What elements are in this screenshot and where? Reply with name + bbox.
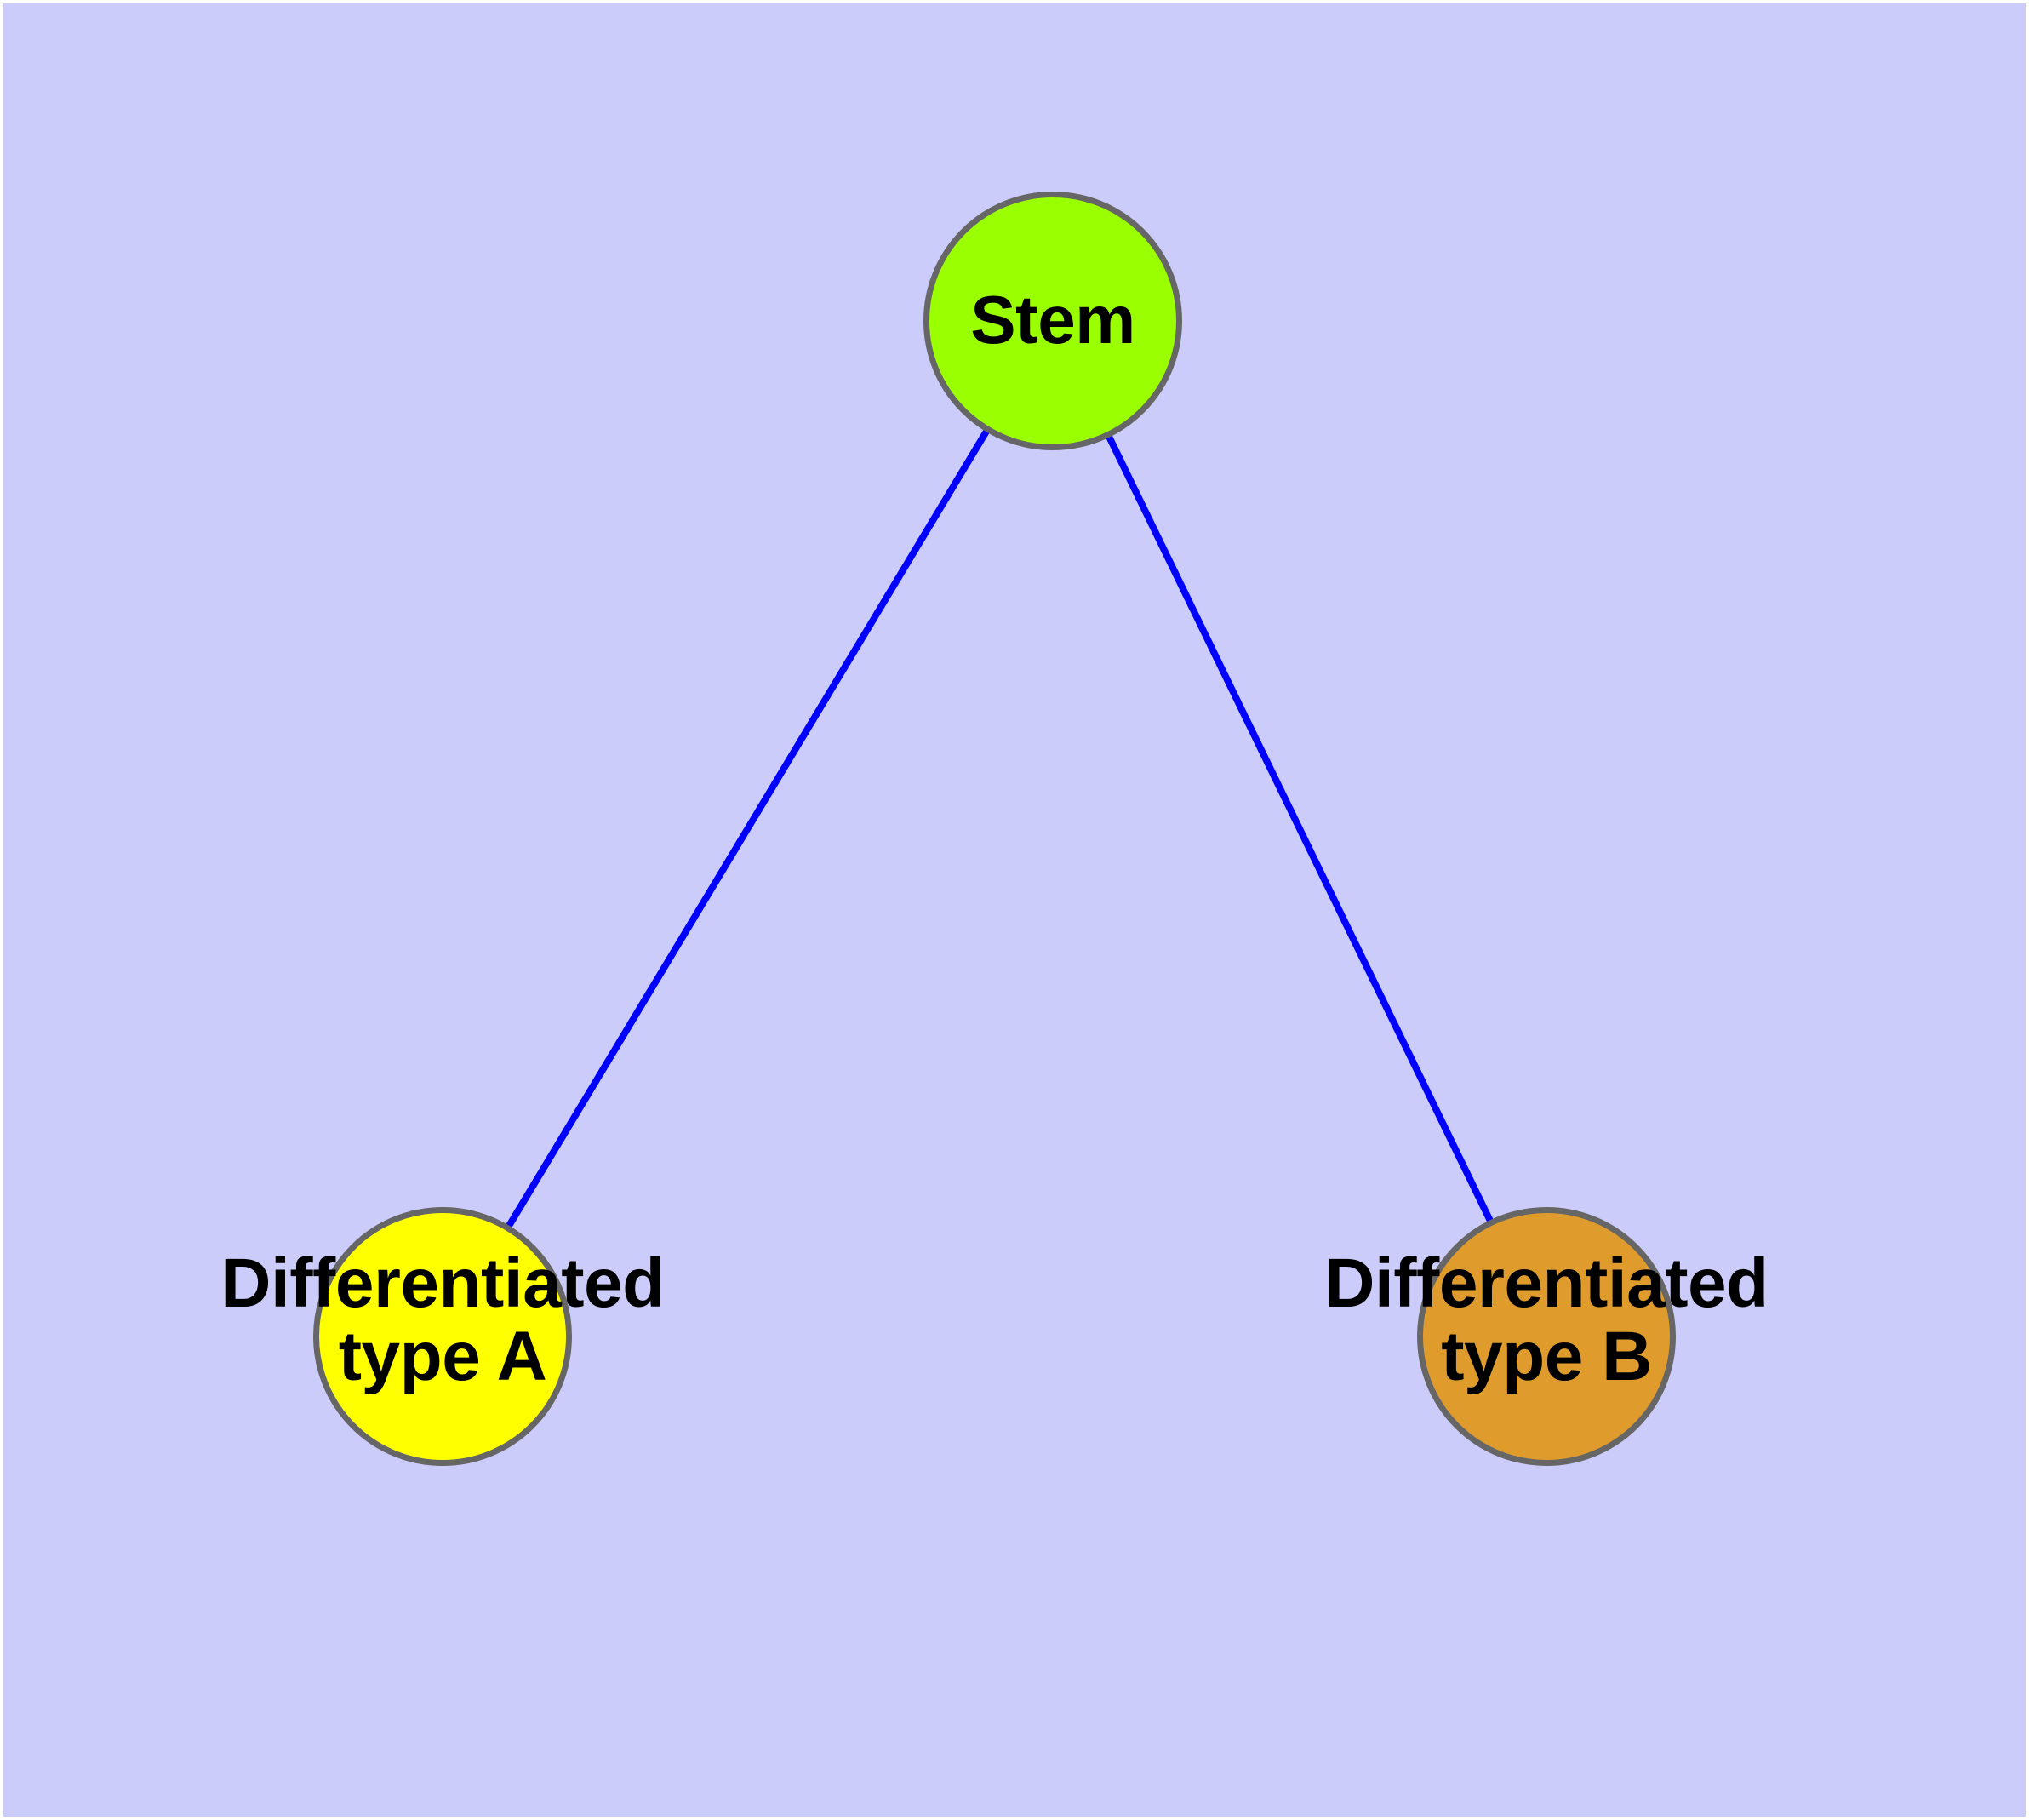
edge-layer xyxy=(504,414,1495,1231)
node-differentiated-type-b[interactable] xyxy=(1417,1207,1676,1466)
edge-stem-to-differentiated-type-a xyxy=(504,414,999,1231)
node-differentiated-type-a[interactable] xyxy=(313,1207,572,1466)
edge-stem-to-differentiated-type-b xyxy=(1098,419,1495,1225)
node-stem[interactable] xyxy=(923,192,1182,450)
node-layer xyxy=(313,192,1676,1466)
